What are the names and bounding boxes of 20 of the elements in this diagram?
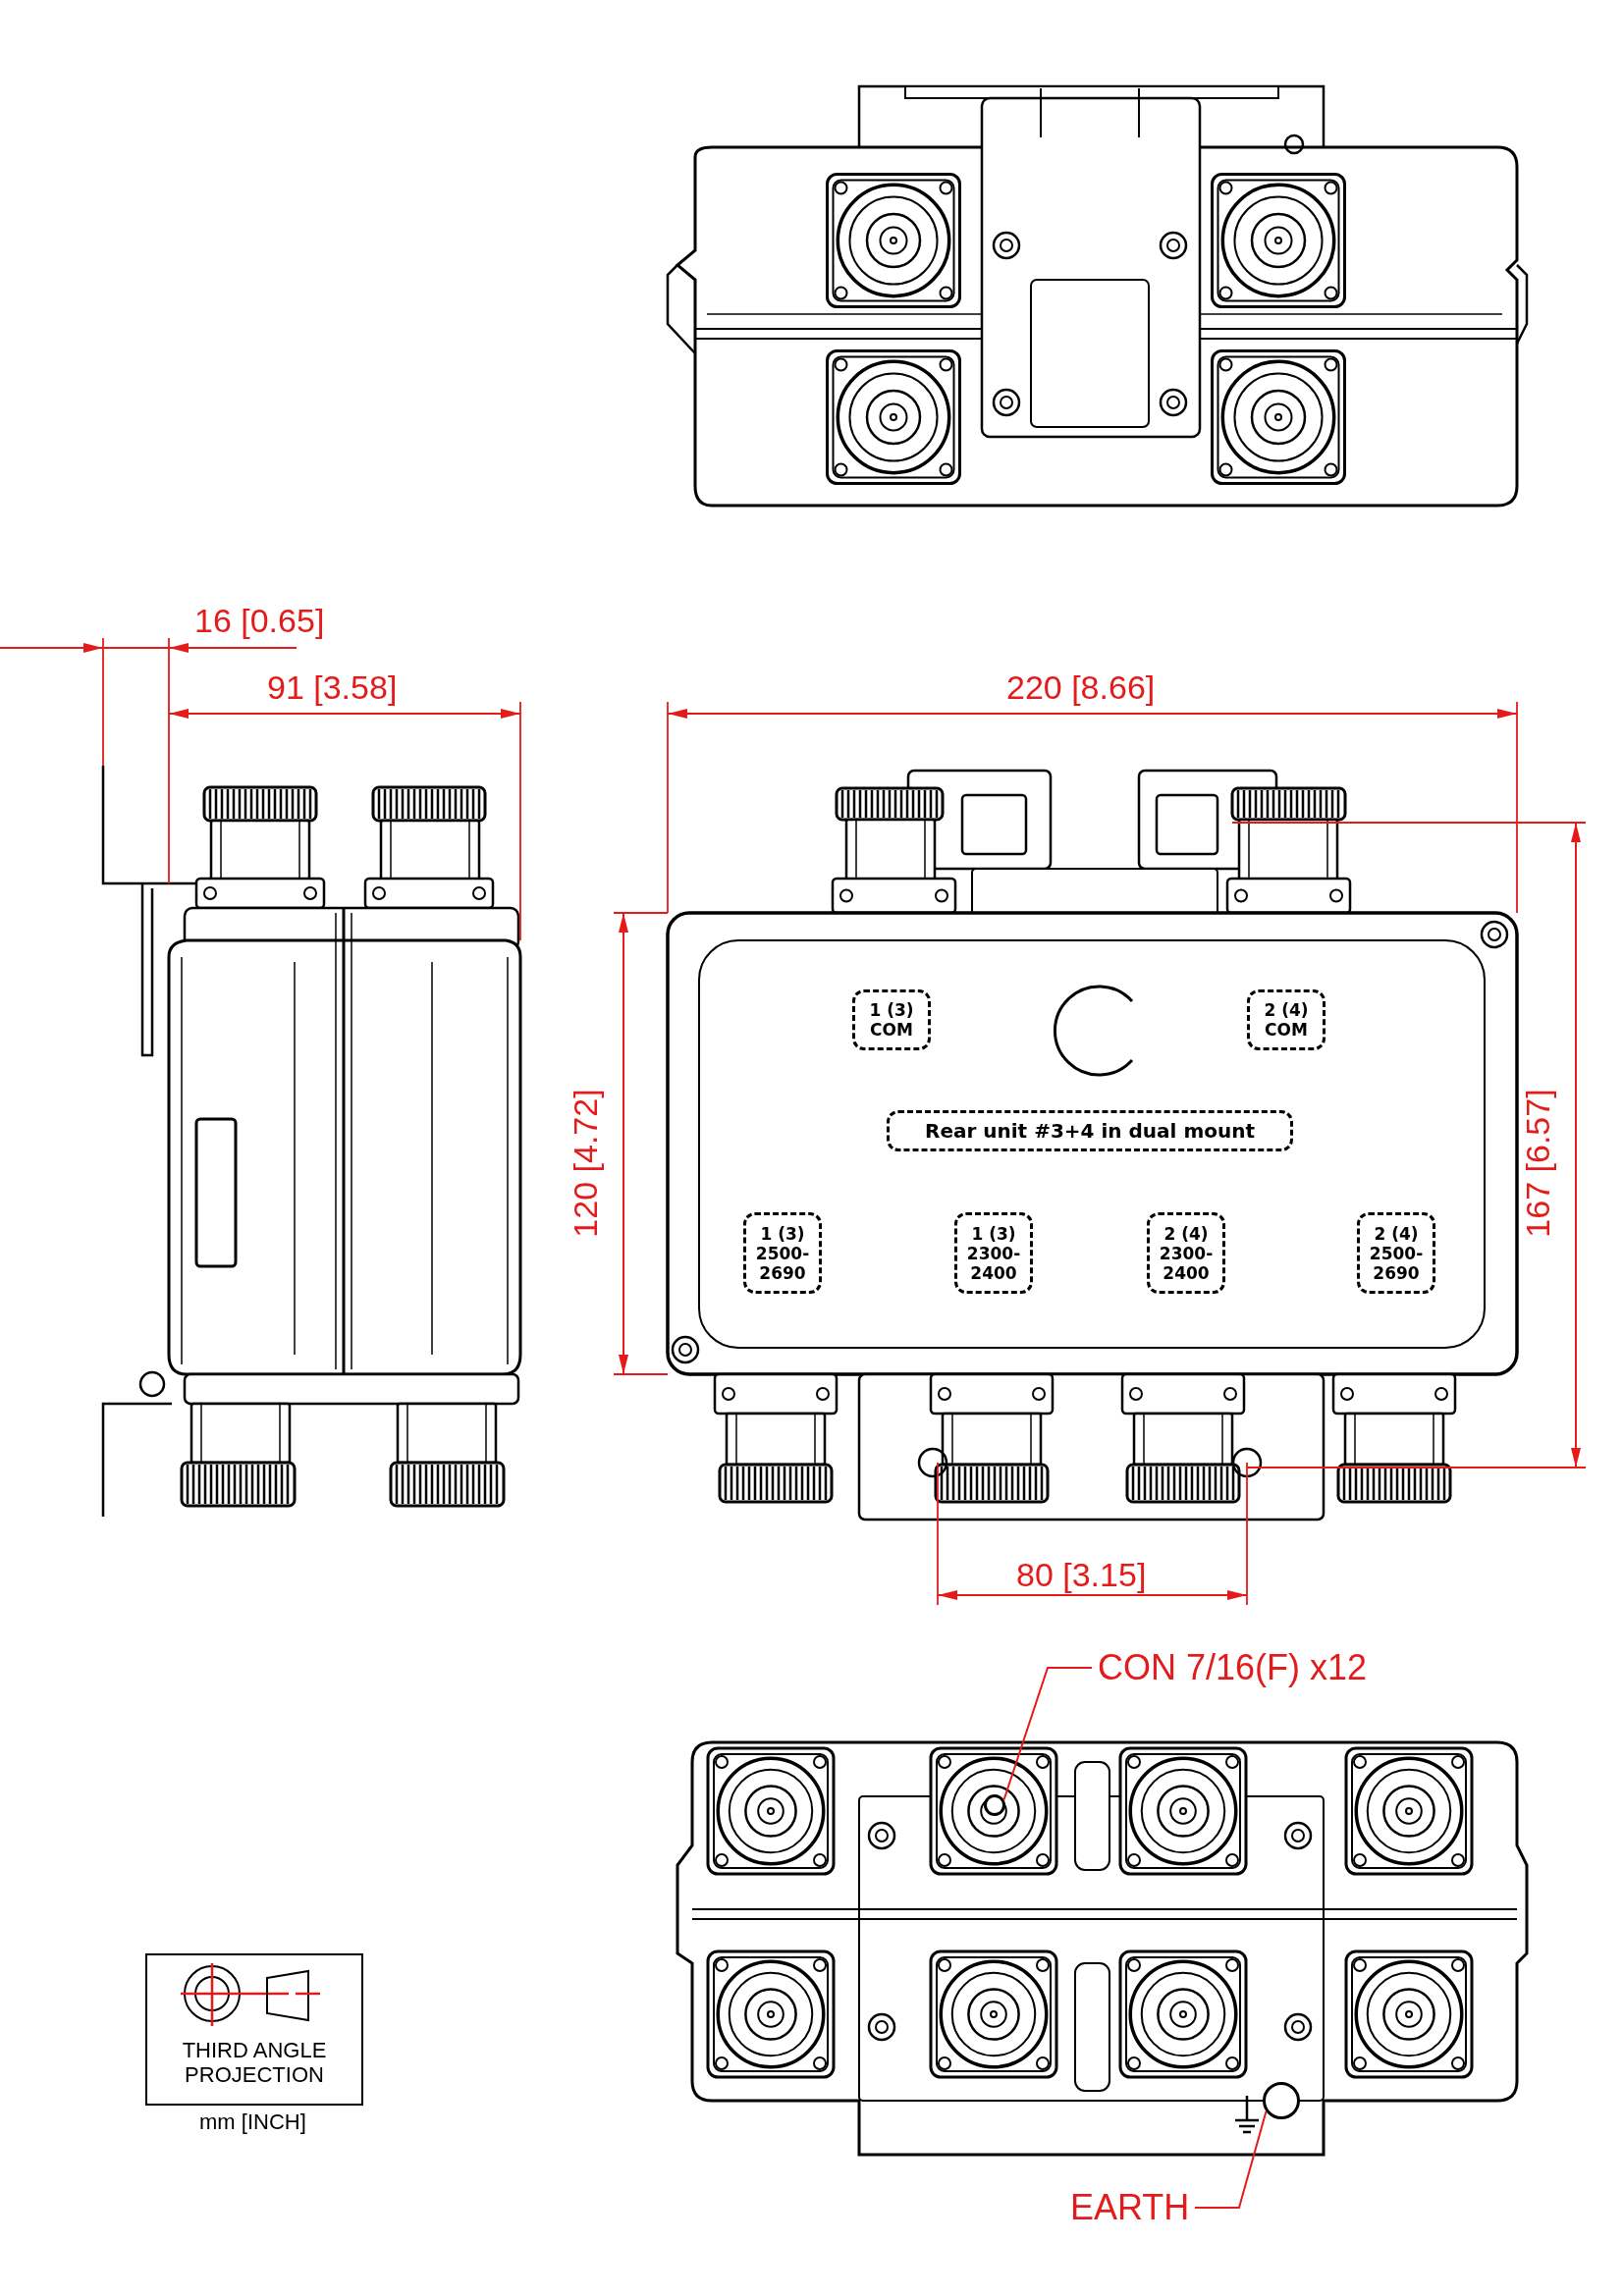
embossed-label: 2 (4) 2300-2400	[1147, 1212, 1225, 1294]
dimension-label: 220 [8.66]	[1006, 667, 1156, 707]
dimension-label: 120 [4.72]	[565, 1089, 605, 1238]
embossed-label: 1 (3) 2300-2400	[954, 1212, 1033, 1294]
projection-symbol-box	[145, 1953, 363, 2106]
projection-label: THIRD ANGLE PROJECTION	[181, 2038, 328, 2087]
callout-label: CON 7/16(F) x12	[1098, 1647, 1368, 1688]
embossed-label: 2 (4) COM	[1247, 989, 1325, 1050]
leader-line	[1002, 1667, 1093, 1801]
dimension-label: 167 [6.57]	[1517, 1089, 1557, 1238]
dimension-label: 80 [3.15]	[1016, 1555, 1147, 1594]
dimension-label: 91 [3.58]	[267, 667, 398, 707]
unit-note: mm [INCH]	[199, 2109, 306, 2136]
embossed-label: 1 (3) 2500-2690	[743, 1212, 822, 1294]
leader-line	[1194, 2109, 1268, 2209]
embossed-label: 1 (3) COM	[852, 989, 931, 1050]
embossed-label: 2 (4) 2500-2690	[1357, 1212, 1435, 1294]
callout-label: EARTH	[1070, 2187, 1190, 2228]
embossed-label: Rear unit #3+4 in dual mount	[887, 1110, 1293, 1151]
dimension-label: 16 [0.65]	[194, 601, 325, 640]
